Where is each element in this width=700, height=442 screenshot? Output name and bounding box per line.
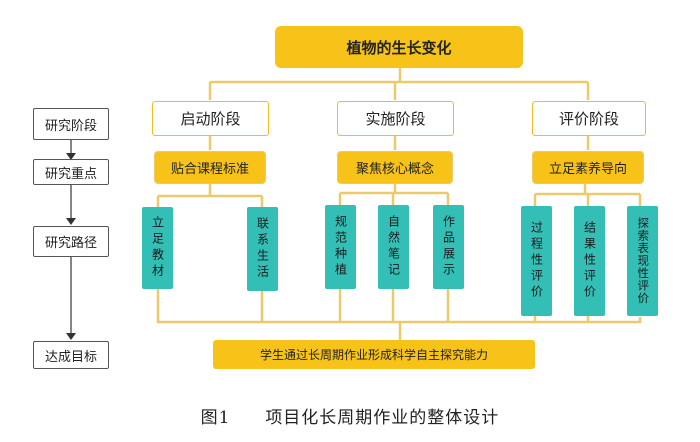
leaf-item: 过程性评价 xyxy=(521,206,552,316)
stage-box-evaluate: 评价阶段 xyxy=(532,101,646,136)
leaf-label: 规范种植 xyxy=(333,215,348,279)
side-label-goal: 达成目标 xyxy=(33,341,109,369)
leaf-item: 立足教材 xyxy=(142,207,173,289)
leaf-item: 结果性评价 xyxy=(574,206,605,316)
leaf-label: 过程性评价 xyxy=(529,221,544,301)
focus-box-evaluate: 立足素养导向 xyxy=(533,152,643,183)
leaf-label: 探索表现性评价 xyxy=(636,217,651,305)
focus-label: 立足素养导向 xyxy=(548,162,627,177)
side-label-text: 研究阶段 xyxy=(44,118,97,134)
leaf-label: 结果性评价 xyxy=(582,221,597,301)
leaf-label: 立足教材 xyxy=(150,216,165,280)
goal-label: 学生通过长周期作业形成科学自主探究能力 xyxy=(259,348,488,362)
stage-label: 实施阶段 xyxy=(365,110,426,128)
root-label: 植物的生长变化 xyxy=(346,38,452,57)
stage-box-implement: 实施阶段 xyxy=(337,101,454,136)
goal-box: 学生通过长周期作业形成科学自主探究能力 xyxy=(213,340,535,369)
stage-label: 启动阶段 xyxy=(180,110,241,128)
leaf-label: 联系生活 xyxy=(255,217,270,281)
figure-caption: 图1 项目化长周期作业的整体设计 xyxy=(0,403,700,428)
focus-box-implement: 聚焦核心概念 xyxy=(338,152,452,183)
side-label-text: 研究路径 xyxy=(44,236,97,251)
leaf-label: 作品展示 xyxy=(441,215,456,279)
leaf-item: 规范种植 xyxy=(325,205,356,289)
focus-label: 贴合课程标准 xyxy=(170,162,249,177)
side-label-text: 研究重点 xyxy=(44,166,97,182)
stage-box-start: 启动阶段 xyxy=(152,101,269,136)
figure-title: 项目化长周期作业的整体设计 xyxy=(265,408,500,428)
leaf-item: 自然笔记 xyxy=(378,205,409,289)
focus-label: 聚焦核心概念 xyxy=(355,162,434,177)
figure-number: 图1 xyxy=(200,408,231,428)
side-label-text: 达成目标 xyxy=(44,349,97,365)
leaf-label: 自然笔记 xyxy=(386,215,401,279)
side-label-stage: 研究阶段 xyxy=(33,108,109,140)
leaf-item: 作品展示 xyxy=(433,205,464,289)
side-label-focus: 研究重点 xyxy=(33,159,109,185)
leaf-item: 联系生活 xyxy=(247,207,278,291)
leaf-item: 探索表现性评价 xyxy=(627,206,658,316)
root-node: 植物的生长变化 xyxy=(275,26,523,68)
stage-label: 评价阶段 xyxy=(558,110,619,128)
focus-box-start: 贴合课程标准 xyxy=(155,152,265,183)
side-label-path: 研究路径 xyxy=(33,226,109,257)
